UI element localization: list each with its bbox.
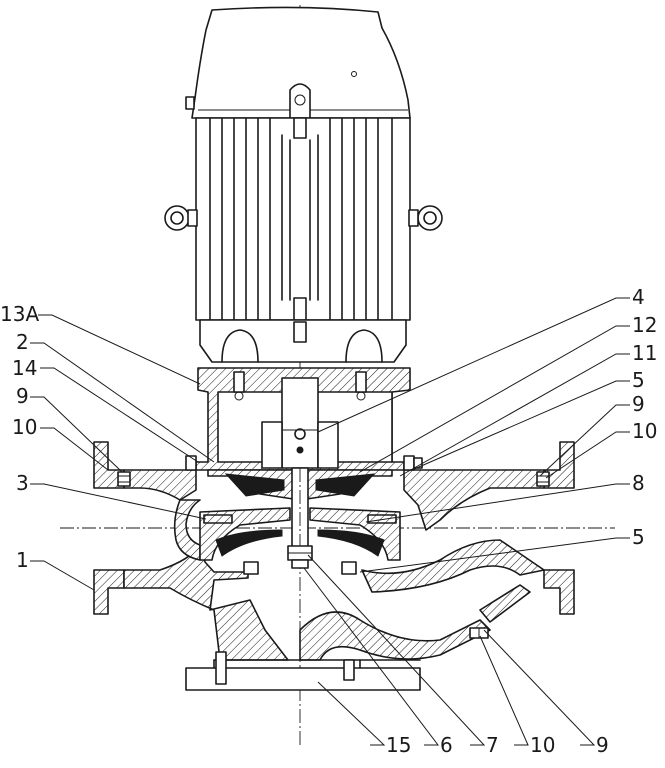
casing-lower-right <box>361 539 545 593</box>
bolt-base-right-icon <box>343 659 355 681</box>
lifting-eye-right-icon <box>408 205 443 231</box>
base-plate <box>185 667 421 691</box>
bolt-right-flange-icon <box>536 471 550 487</box>
bolt-left-flange-icon <box>117 471 131 487</box>
callout-2: 2 <box>16 330 29 354</box>
callout-4: 4 <box>632 285 645 309</box>
cooling-fins <box>209 117 393 321</box>
callouts: 13A 2 14 9 10 3 1 4 12 11 5 9 10 8 5 15 … <box>0 285 657 757</box>
bolts <box>117 455 550 685</box>
callout-15: 15 <box>386 733 411 757</box>
bolt-stool-left-icon <box>185 455 197 471</box>
impeller-assembly <box>199 467 401 575</box>
wear-ring-right <box>341 561 357 575</box>
callout-1: 1 <box>16 548 29 572</box>
bolt-stool-right-icon <box>403 455 423 471</box>
callout-7: 7 <box>486 733 499 757</box>
motor-stool <box>195 367 411 471</box>
bolt-base-left-icon <box>215 651 227 685</box>
callout-11: 11 <box>632 341 657 365</box>
callout-9-bottom: 9 <box>596 733 609 757</box>
callout-8: 8 <box>632 471 645 495</box>
suction-chamber <box>123 544 289 661</box>
callout-13a: 13A <box>0 302 39 326</box>
leader-lines <box>30 297 630 746</box>
callout-14: 14 <box>12 356 37 380</box>
callout-10-right: 10 <box>632 419 657 443</box>
callout-10-left: 10 <box>12 415 37 439</box>
wear-ring-left <box>243 561 259 575</box>
casing-upper-wall <box>123 469 197 501</box>
motor-fan-cover <box>191 6 411 119</box>
shaft-coupling <box>281 377 319 469</box>
callout-6: 6 <box>440 733 453 757</box>
callout-5-lower: 5 <box>632 525 645 549</box>
callout-12: 12 <box>632 313 657 337</box>
callout-10-bottom: 10 <box>530 733 555 757</box>
callout-9-right: 9 <box>632 392 645 416</box>
motor <box>164 6 443 363</box>
lifting-eye-left-icon <box>164 205 198 231</box>
callout-9-left: 9 <box>16 384 29 408</box>
callout-5-upper: 5 <box>632 368 645 392</box>
bolt-support-icon <box>469 627 489 639</box>
callout-3: 3 <box>16 471 29 495</box>
